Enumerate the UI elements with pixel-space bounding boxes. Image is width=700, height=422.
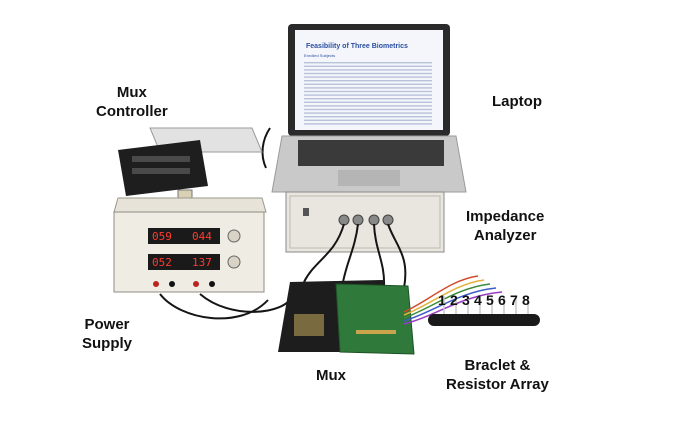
electrode-number: 1: [438, 292, 446, 308]
screen-table-row: [304, 65, 432, 67]
electrode-number: 4: [474, 292, 482, 308]
screen-table-row: [304, 108, 432, 111]
electrode-number: 3: [462, 292, 470, 308]
label-mux-controller: Mux Controller: [96, 84, 168, 120]
screen-table-row: [304, 98, 432, 100]
impedance-analyzer: [285, 191, 445, 253]
electrode-number: 7: [510, 292, 518, 308]
laptop: Feasibility of Three Biometrics Enrolled…: [271, 24, 467, 193]
screen-table-row: [304, 80, 432, 82]
ps-display-1-left: 059: [152, 230, 172, 243]
screen-table-row: [304, 112, 432, 114]
screen-table-row: [304, 101, 432, 103]
label-impedance-analyzer: Impedance Analyzer: [466, 208, 545, 244]
mux-controller: [118, 127, 263, 205]
screen-table-row: [304, 69, 432, 71]
laptop-screen-title: Feasibility of Three Biometrics: [306, 43, 408, 50]
laptop-screen-subtitle: Enrolled Subjects: [304, 53, 335, 58]
ps-display-2-right: 137: [192, 256, 212, 269]
screen-table-row: [304, 83, 432, 85]
label-bracelet-resistor-array: Braclet & Resistor Array: [446, 357, 549, 393]
electrode-number: 5: [486, 292, 494, 308]
screen-table-row: [304, 94, 432, 96]
ps-display-2-left: 052: [152, 256, 172, 269]
mux-board: [278, 280, 415, 355]
screen-table-row: [304, 62, 432, 64]
screen-table-row: [304, 90, 432, 93]
bracelet-resistor-array: [428, 296, 540, 326]
label-mux: Mux: [316, 367, 346, 384]
label-power-supply: Power Supply: [82, 316, 133, 352]
screen-table-row: [304, 116, 432, 118]
screen-table-row: [304, 105, 432, 107]
screen-table-row: [304, 72, 432, 75]
electrode-number: 8: [522, 292, 530, 308]
electrode-number: 6: [498, 292, 506, 308]
screen-table-row: [304, 87, 432, 89]
screen-table-row: [304, 76, 432, 78]
screen-table-row: [304, 123, 432, 125]
cables: [159, 127, 407, 320]
label-laptop: Laptop: [492, 93, 542, 110]
power-supply: 059 044 052 137: [113, 197, 267, 293]
electrode-number: 2: [450, 292, 458, 308]
ps-display-1-right: 044: [192, 230, 212, 243]
screen-table-row: [304, 119, 432, 121]
